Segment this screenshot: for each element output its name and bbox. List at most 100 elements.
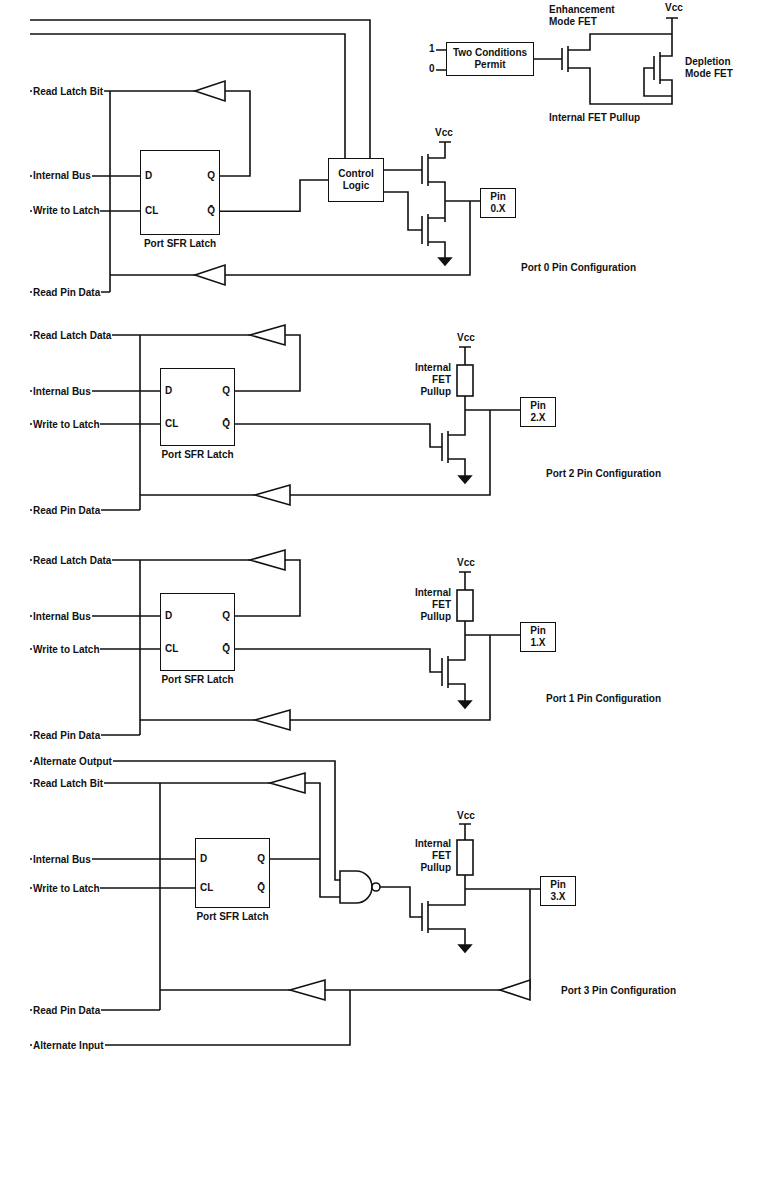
latch-caption: Port SFR Latch (160, 449, 234, 461)
signal-label: 1 (428, 43, 436, 55)
port1-circuit (30, 550, 520, 735)
signal-connector (220, 180, 328, 211)
buffer-symbol (270, 773, 305, 793)
latch-pin-label: CL (165, 418, 178, 430)
ground-symbol (459, 701, 471, 708)
buffer-symbol (195, 81, 225, 101)
latch-pin-label: Q̄ (207, 205, 215, 217)
buffer-symbol (290, 980, 325, 1000)
signal-wire (30, 335, 520, 510)
signal-label: Read Pin Data (32, 730, 101, 742)
buffer-symbol (250, 325, 285, 345)
box-label: Pin 0.X (483, 191, 513, 215)
port2-circuit (30, 325, 520, 510)
sfr-latch-box: DQCLQ̄Port SFR Latch (195, 838, 270, 908)
latch-pin-label: Q̄ (257, 882, 265, 894)
latch-pin-label: Q (222, 385, 230, 397)
pin-box: Pin 2.X (520, 397, 556, 427)
signal-label: Alternate Output (32, 756, 113, 768)
signal-wire (30, 560, 520, 735)
pullup-symbol (457, 590, 473, 621)
latch-pin-label: D (165, 385, 172, 397)
figure-caption: Port 1 Pin Configuration (545, 693, 662, 705)
signal-label: Internal FET Pullup (400, 587, 452, 623)
signal-label: Read Pin Data (32, 505, 101, 517)
buffer-symbol (500, 980, 530, 1000)
figure-caption: Port 3 Pin Configuration (560, 985, 677, 997)
latch-pin-label: CL (145, 205, 158, 217)
signal-label: Vcc (434, 127, 454, 139)
signal-label: Write to Latch (32, 205, 100, 217)
sfr-latch-box: DQCLQ̄Port SFR Latch (160, 368, 235, 446)
signal-wire (30, 761, 540, 1045)
ground-symbol (439, 258, 451, 265)
buffer-symbol (255, 485, 290, 505)
signal-label: Internal FET Pullup (400, 838, 452, 874)
latch-pin-label: Q (222, 610, 230, 622)
latch-pin-label: Q̄ (222, 418, 230, 430)
control-logic-box: Control Logic (328, 158, 384, 202)
signal-label: Internal Bus (32, 170, 92, 182)
signal-label: Vcc (456, 332, 476, 344)
buffer-symbol (195, 265, 225, 285)
latch-pin-label: CL (165, 643, 178, 655)
signal-label: Read Latch Data (32, 555, 112, 567)
signal-label: Read Latch Bit (32, 778, 104, 790)
signal-label: Internal FET Pullup (400, 362, 452, 398)
nand-gate (340, 871, 372, 903)
signal-label: Depletion Mode FET (684, 56, 756, 80)
signal-label: Read Latch Data (32, 330, 112, 342)
port0-circuit (30, 18, 678, 292)
nand-bubble (372, 883, 380, 891)
signal-label: Write to Latch (32, 644, 100, 656)
port3-circuit (30, 761, 540, 1045)
latch-pin-label: Q (207, 170, 215, 182)
latch-pin-label: CL (200, 882, 213, 894)
signal-label: Read Pin Data (32, 287, 101, 299)
signal-label: Alternate Input (32, 1040, 105, 1052)
buffer-symbol (250, 550, 285, 570)
pin-box: Pin 0.X (480, 188, 516, 218)
latch-caption: Port SFR Latch (160, 674, 234, 686)
box-label: Pin 3.X (543, 879, 573, 903)
signal-label: Write to Latch (32, 883, 100, 895)
signal-label: Internal Bus (32, 611, 92, 623)
signal-label: Vcc (664, 2, 684, 14)
buffer-symbol (255, 710, 290, 730)
signal-label: Internal Bus (32, 854, 92, 866)
latch-pin-label: Q (257, 853, 265, 865)
latch-pin-label: Q̄ (222, 643, 230, 655)
signal-wire (30, 20, 480, 292)
latch-caption: Port SFR Latch (195, 911, 269, 923)
latch-pin-label: D (145, 170, 152, 182)
ground-symbol (459, 945, 471, 952)
signal-label: Internal Bus (32, 386, 92, 398)
figure-caption: Port 0 Pin Configuration (520, 262, 637, 274)
signal-label: Write to Latch (32, 419, 100, 431)
signal-label: Read Latch Bit (32, 86, 104, 98)
box-label: Control Logic (331, 168, 381, 192)
latch-pin-label: D (165, 610, 172, 622)
pullup-symbol (457, 840, 473, 875)
latch-pin-label: D (200, 853, 207, 865)
pin-box: Pin 3.X (540, 876, 576, 906)
pullup-symbol (457, 365, 473, 396)
signal-label: Enhancement Mode FET (548, 4, 630, 28)
latch-caption: Port SFR Latch (143, 238, 217, 250)
ground-symbol (459, 476, 471, 483)
sfr-latch-box: DQCLQ̄Port SFR Latch (140, 150, 220, 235)
fet-symbol (422, 142, 451, 258)
condition-box: Two Conditions Permit (446, 42, 534, 76)
pullup-fet-wire (436, 18, 678, 104)
signal-label: Internal FET Pullup (548, 112, 641, 124)
pin-box: Pin 1.X (520, 622, 556, 652)
figure-caption: Port 2 Pin Configuration (545, 468, 662, 480)
signal-label: Vcc (456, 810, 476, 822)
signal-label: Read Pin Data (32, 1005, 101, 1017)
box-label: Pin 1.X (523, 625, 553, 649)
signal-label: Vcc (456, 557, 476, 569)
sfr-latch-box: DQCLQ̄Port SFR Latch (160, 593, 235, 671)
signal-label: 0 (428, 63, 436, 75)
box-label: Two Conditions Permit (449, 47, 531, 71)
